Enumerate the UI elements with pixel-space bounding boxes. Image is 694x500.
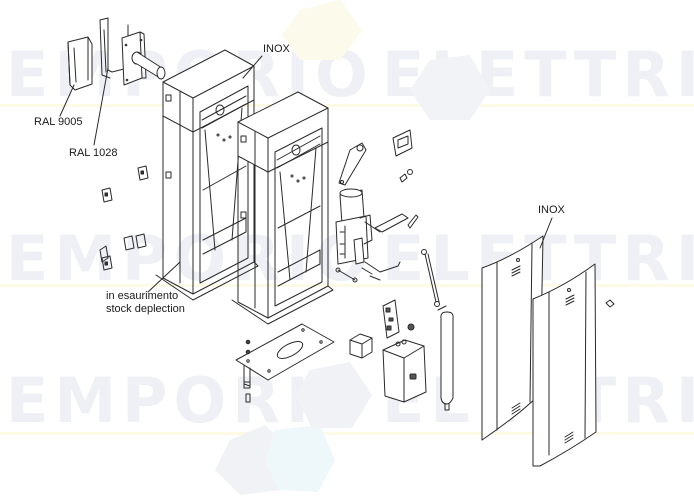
label-stock-italian: in esaurimento [106, 290, 179, 302]
side-brackets [99, 165, 149, 271]
label-inox-door: INOX [538, 204, 565, 216]
adjustment-lever [364, 213, 419, 233]
label-ral-9005: RAL 9005 [34, 116, 83, 128]
cabinet [231, 91, 334, 325]
label-ral-1028: RAL 1028 [69, 147, 118, 159]
pole-cover-ral-9005 [67, 36, 93, 91]
control-board [382, 299, 415, 339]
endstop-bracket [392, 129, 413, 157]
spring-cylinder [437, 305, 454, 411]
control-box [382, 339, 427, 403]
nuts [399, 169, 413, 183]
balancing-rod [421, 249, 440, 307]
transformer [349, 333, 373, 359]
transmission-lever [338, 142, 367, 186]
key-lock [605, 299, 615, 308]
label-stock-english: stock deplection [106, 303, 185, 315]
cabinet-old-model [155, 49, 259, 301]
foundation-plate [235, 323, 335, 403]
gearmotor [335, 188, 373, 265]
beam-flange-shaft [121, 31, 166, 86]
inox-door-panel-rear [532, 263, 597, 467]
spring-rods [335, 261, 401, 283]
label-stock-deplection: in esaurimento stock deplection [106, 290, 185, 316]
label-inox-cabinet: INOX [263, 43, 290, 55]
watermark-hexagons [215, 0, 490, 495]
